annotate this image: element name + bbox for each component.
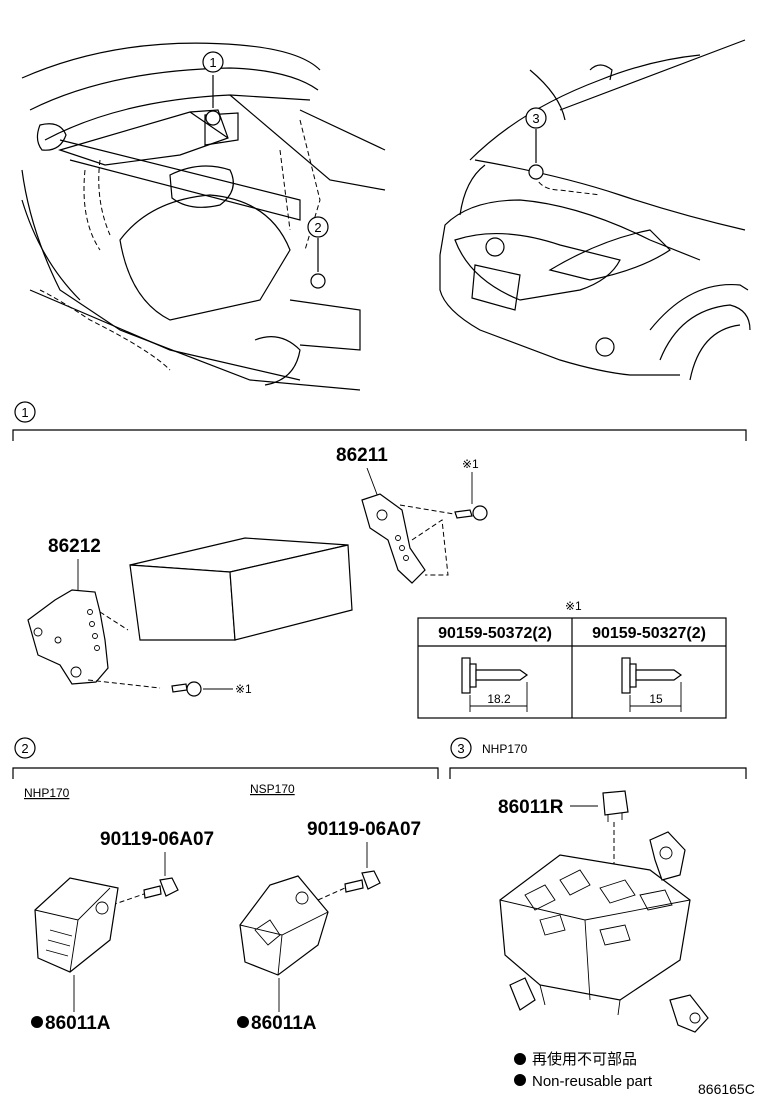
variant-1-part: 86011A <box>45 1013 111 1034</box>
mark-left: ※1 <box>235 682 252 696</box>
variant-2-bolt-drawing <box>344 870 381 893</box>
callout-1-label: 1 <box>209 55 216 70</box>
table-col-1-part: 90159-50372(2) <box>438 625 552 642</box>
part-number-86211: 86211 <box>336 445 388 466</box>
part-number-86212: 86212 <box>48 536 101 557</box>
callout-2-label: 2 <box>314 220 321 235</box>
table-col-1-length: 18.2 <box>487 692 511 706</box>
section-3: 3 NHP170 86011R <box>449 737 755 1097</box>
variant-2-sensor-drawing <box>239 875 329 976</box>
legend: 再使用不可部品 Non-reusable part <box>514 1051 653 1090</box>
variant-1-bolt-drawing <box>143 877 179 899</box>
part-number-86011R: 86011R <box>498 797 564 818</box>
table-col-2-part: 90159-50327(2) <box>592 625 706 642</box>
legend-dot-en <box>514 1074 526 1086</box>
table-col-2-length: 15 <box>649 692 663 706</box>
screw-table: 90159-50372(2) 90159-50327(2) 18.2 15 <box>417 617 727 719</box>
section-2-number: 2 <box>21 741 28 756</box>
section-1-number: 1 <box>21 405 28 420</box>
variant-1-bolt: 90119-06A07 <box>100 829 214 850</box>
section-1: 1 86211 ※1 86212 <box>12 401 747 719</box>
variant-2-bolt: 90119-06A07 <box>307 819 421 840</box>
non-reusable-dot-2 <box>237 1016 249 1028</box>
screw-right <box>454 505 488 521</box>
callout-3-label: 3 <box>532 111 539 126</box>
non-reusable-dot-1 <box>31 1016 43 1028</box>
screw-left <box>171 681 202 697</box>
section-3-model: NHP170 <box>482 742 528 756</box>
legend-jp: 再使用不可部品 <box>532 1051 637 1068</box>
section-2: 2 NHP170 90119-06A07 86011A NSP170 90119… <box>12 737 439 1034</box>
section-3-number: 3 <box>457 741 464 756</box>
legend-en: Non-reusable part <box>532 1073 653 1090</box>
variant-2-part: 86011A <box>251 1013 317 1034</box>
diagram-code: 866165C <box>698 1081 755 1097</box>
variant-1-sensor-drawing <box>34 877 119 973</box>
bracket-86211-drawing <box>361 493 461 584</box>
vehicle-front-illustration: 3 <box>439 39 751 381</box>
legend-dot-jp <box>514 1053 526 1065</box>
connector-86011R-drawing <box>602 790 629 822</box>
variant-1-model: NHP170 <box>24 786 70 800</box>
table-mark: ※1 <box>565 599 582 613</box>
variant-2-model: NSP170 <box>250 782 295 796</box>
mark-right: ※1 <box>462 457 479 471</box>
bracket-86212-drawing <box>27 589 161 689</box>
interior-dashboard-illustration: 1 2 <box>21 42 386 391</box>
junction-block-drawing <box>499 831 709 1033</box>
ecu-box <box>129 537 353 641</box>
